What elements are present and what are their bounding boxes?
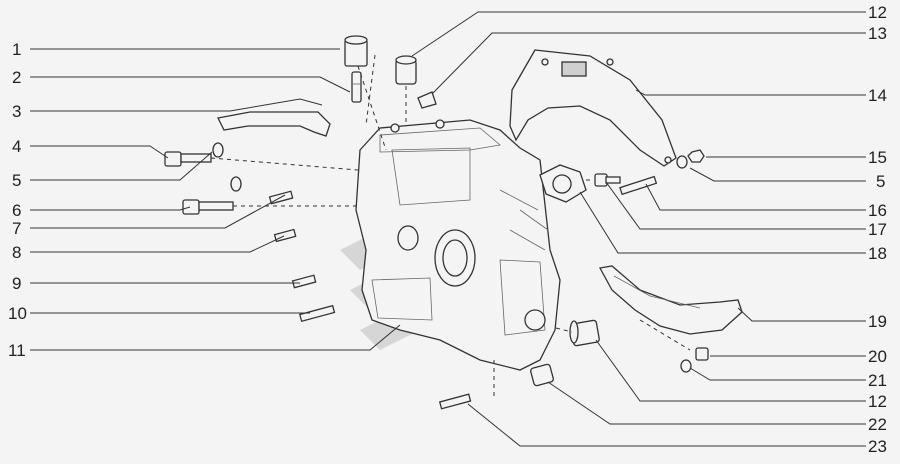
callout-right-15: 15 <box>868 148 887 167</box>
callout-left-6: 6 <box>12 201 21 220</box>
callout-right-12-top: 12 <box>868 3 887 22</box>
part-14-cover-plate <box>509 49 677 167</box>
callout-left-5: 5 <box>12 171 21 190</box>
part-8-stud <box>273 228 297 243</box>
callout-right-5: 5 <box>876 172 885 191</box>
callout-left-8: 8 <box>12 243 21 262</box>
part-15-nut <box>687 149 705 163</box>
callout-left-4: 4 <box>12 137 21 156</box>
left-callouts: 1 2 3 4 5 6 7 8 9 10 11 <box>8 40 27 360</box>
part-13-clip <box>417 91 437 109</box>
part-5-washer-right <box>676 155 688 169</box>
leader-lines <box>30 11 866 447</box>
callout-right-13: 13 <box>868 24 887 43</box>
callout-left-11: 11 <box>8 341 26 360</box>
part-16-stud <box>619 175 658 196</box>
part-18-flange <box>539 164 587 203</box>
part-5-washer-left-b <box>230 176 242 192</box>
part-23-pin <box>438 393 472 410</box>
callout-left-9: 9 <box>12 274 21 293</box>
part-5-washer-left-a <box>212 142 224 158</box>
part-19-half-cover <box>598 265 743 335</box>
part-12-bushing-top <box>395 55 417 85</box>
part-21-washer <box>680 359 692 373</box>
part-2-pin <box>351 71 362 103</box>
right-callouts: 12 13 14 15 5 16 17 18 19 20 21 12 22 23 <box>868 3 887 456</box>
callout-right-16: 16 <box>868 201 887 220</box>
part-22-sleeve <box>530 363 554 387</box>
part-12-bushing-bottom <box>569 319 600 347</box>
callout-left-7: 7 <box>12 219 21 238</box>
callout-right-14: 14 <box>868 86 887 105</box>
callout-right-19: 19 <box>868 312 887 331</box>
part-17-screw <box>594 173 621 187</box>
part-11-gearbox-housing <box>355 119 561 371</box>
callout-right-23: 23 <box>868 437 887 456</box>
callout-right-21: 21 <box>868 371 887 390</box>
part-6-long-bolt <box>182 199 234 215</box>
part-20-screw <box>695 347 709 361</box>
callout-right-12-bottom: 12 <box>868 392 887 411</box>
callout-left-1: 1 <box>12 40 21 59</box>
callout-left-3: 3 <box>12 102 21 121</box>
part-10-stud <box>299 304 336 323</box>
callout-right-20: 20 <box>868 347 887 366</box>
callout-right-17: 17 <box>868 220 887 239</box>
callout-left-2: 2 <box>12 68 21 87</box>
callout-right-18: 18 <box>868 244 887 263</box>
part-1-cap <box>344 35 368 67</box>
part-9-stud <box>291 274 317 289</box>
callout-left-10: 10 <box>8 304 27 323</box>
part-4-bolt <box>164 151 212 167</box>
part-3-bracket <box>217 111 331 137</box>
callout-right-22: 22 <box>868 415 887 434</box>
